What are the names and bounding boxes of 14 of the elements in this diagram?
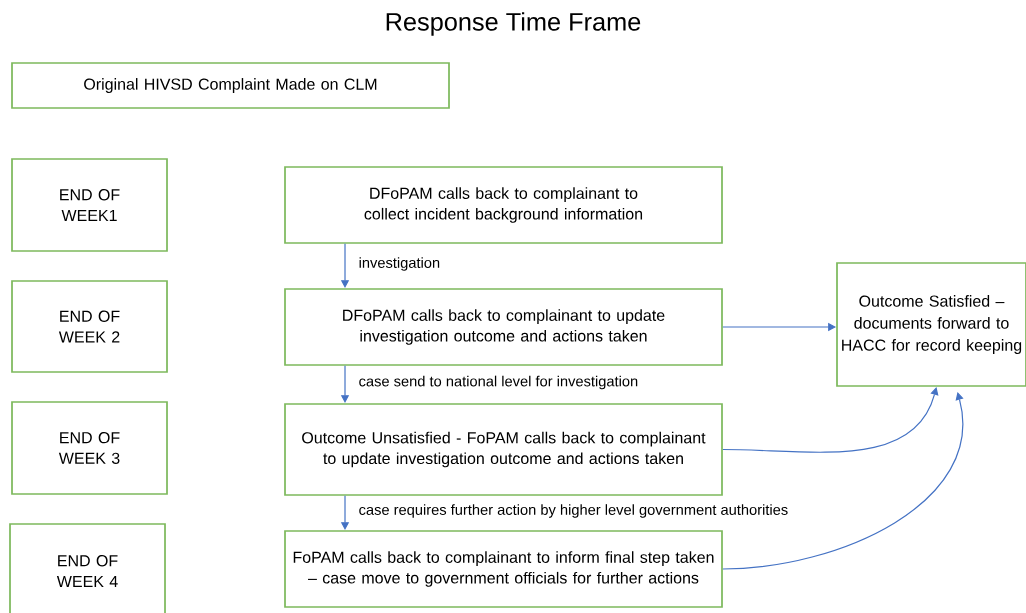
edge-label: investigation	[359, 257, 440, 271]
step-box: Outcome Unsatisfied - FoPAM calls back to complainant to update investigation outcome and actions taken	[284, 403, 723, 496]
title: Response Time Frame	[386, 12, 641, 36]
week-box: END OF WEEK 3	[11, 401, 168, 495]
step-box: DFoPAM calls back to complainant to collect incident background information	[284, 166, 723, 244]
step-box: FoPAM calls back to complainant to inform final step taken – case move to government officials for further actions	[284, 530, 723, 608]
outcome-box: Outcome Satisfied – documents forward to HACC for record keeping	[836, 262, 1026, 387]
edge-label: case requires further action by higher level government authorities	[359, 504, 788, 518]
complaint-box: Original HIVSD Complaint Made on CLM	[11, 62, 450, 109]
week-box: END OF WEEK 2	[11, 280, 168, 373]
step-box: DFoPAM calls back to complainant to update investigation outcome and actions taken	[284, 288, 723, 366]
week-box: END OF WEEK1	[11, 158, 168, 252]
edge-label: case send to national level for investigation	[359, 375, 638, 390]
week-box: END OF WEEK 4	[9, 523, 166, 613]
